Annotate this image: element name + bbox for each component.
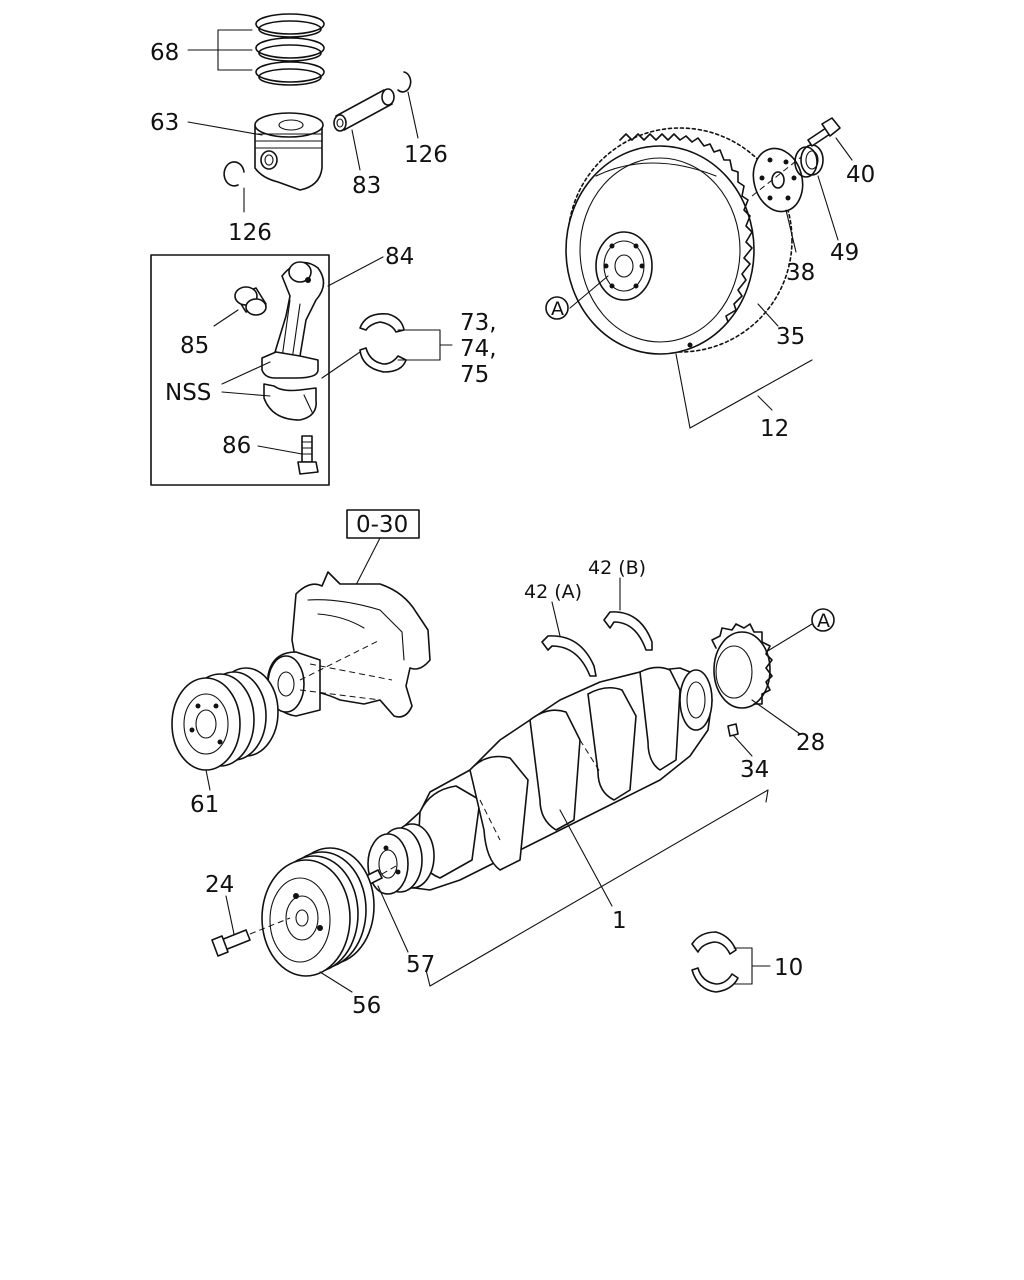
small-end-bushing <box>234 286 267 316</box>
crankshaft <box>379 666 713 891</box>
callout-83: 83 <box>352 173 381 199</box>
leader-28 <box>751 699 801 735</box>
callout-63: 63 <box>150 110 179 136</box>
leader-126b <box>407 91 419 139</box>
leader-42a <box>551 601 561 637</box>
leader-nss-b <box>221 391 271 397</box>
leader-61 <box>205 769 211 791</box>
leader-83 <box>351 129 361 171</box>
thrust-bearing-a <box>541 635 597 677</box>
leader-73-75 <box>321 329 453 379</box>
fan-pulley <box>171 667 279 771</box>
callout-0-30: 0-30 <box>356 512 408 538</box>
pulley-bolt <box>211 929 251 957</box>
leader-68 <box>187 29 253 71</box>
piston <box>254 112 324 191</box>
leader-A1 <box>569 275 609 309</box>
snap-ring-left <box>223 161 245 187</box>
callout-42a: 42 (A) <box>524 581 582 603</box>
flywheel-bolt <box>807 117 841 147</box>
callout-57: 57 <box>406 952 435 978</box>
leader-40 <box>835 137 853 161</box>
snap-ring-right <box>397 71 412 93</box>
callout-a-2: A <box>817 610 830 632</box>
conrod-bearing <box>359 312 407 373</box>
dowel-pin <box>727 723 739 737</box>
callout-38: 38 <box>786 260 815 286</box>
callout-10: 10 <box>774 955 803 981</box>
callout-1: 1 <box>612 908 627 934</box>
crank-front-hub <box>367 823 435 895</box>
piston-rings <box>255 13 325 86</box>
ref-a-circle-1 <box>545 296 569 320</box>
leader-35 <box>757 303 779 327</box>
leader-86 <box>257 445 303 455</box>
callout-40: 40 <box>846 162 875 188</box>
leader-85 <box>213 309 239 327</box>
ring-gear-teeth <box>619 133 753 323</box>
callout-68: 68 <box>150 40 179 66</box>
callout-56: 56 <box>352 993 381 1019</box>
callout-24: 24 <box>205 872 234 898</box>
callout-85: 85 <box>180 333 209 359</box>
connecting-rod <box>261 261 325 421</box>
crank-gear <box>711 623 773 709</box>
leader-84 <box>327 256 384 287</box>
callout-42b: 42 (B) <box>588 557 646 579</box>
leader-10 <box>733 947 771 985</box>
callout-nss: NSS <box>165 380 211 406</box>
callout-a-1: A <box>551 298 564 320</box>
flywheel <box>565 127 793 355</box>
conrod-bolt <box>297 435 319 475</box>
leader-1 <box>559 809 613 907</box>
bolt-axis <box>249 917 291 935</box>
leader-56 <box>319 971 353 993</box>
callout-49: 49 <box>830 240 859 266</box>
leader-57 <box>377 885 409 953</box>
ref-a-circle-2 <box>811 608 835 632</box>
leader-49 <box>817 175 839 241</box>
callout-126-right: 126 <box>404 142 448 168</box>
piston-pin <box>333 88 395 132</box>
leader-crank-bracket <box>425 789 769 987</box>
ref-0-30-box <box>346 509 420 539</box>
callout-12: 12 <box>760 416 789 442</box>
callout-34: 34 <box>740 757 769 783</box>
leader-nss-a <box>221 361 271 385</box>
callout-86: 86 <box>222 433 251 459</box>
pin-axis <box>381 865 397 875</box>
callout-75: 75 <box>460 362 489 388</box>
water-pump <box>267 571 431 718</box>
plate <box>752 147 804 213</box>
leader-24 <box>225 895 235 935</box>
callout-61: 61 <box>190 792 219 818</box>
leader-12 <box>675 353 813 429</box>
callout-74: 74, <box>460 336 497 362</box>
leader-34 <box>733 735 753 757</box>
callout-126-left: 126 <box>228 220 272 246</box>
leader-0-30 <box>355 537 381 586</box>
leader-38 <box>785 209 797 253</box>
crank-pulley <box>261 847 375 977</box>
callout-73: 73, <box>460 310 497 336</box>
callout-84: 84 <box>385 244 414 270</box>
main-bearing <box>691 931 739 993</box>
callout-28: 28 <box>796 730 825 756</box>
thrust-bearing-b <box>603 611 653 651</box>
leader-A2 <box>765 623 813 653</box>
callout-35: 35 <box>776 324 805 350</box>
leader-63 <box>187 121 263 136</box>
conrod-box <box>150 254 330 486</box>
